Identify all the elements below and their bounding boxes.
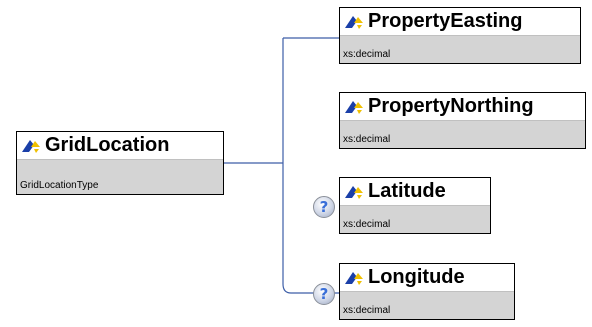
child-node-type: xs:decimal — [343, 305, 391, 316]
element-icon — [345, 271, 363, 285]
optional-question-icon: ? — [313, 283, 335, 305]
child-node-name: PropertyEasting — [368, 10, 523, 32]
element-icon — [345, 185, 363, 199]
root-node-header: GridLocation — [17, 132, 223, 160]
child-node-header: Longitude — [340, 264, 514, 292]
child-node-name: Longitude — [368, 266, 465, 288]
root-node[interactable]: GridLocation GridLocationType — [16, 131, 224, 195]
child-node-header: Latitude — [340, 178, 490, 206]
child-node-type: xs:decimal — [343, 49, 391, 60]
element-icon — [345, 100, 363, 114]
child-node-header: PropertyNorthing — [340, 93, 585, 121]
child-node-type: xs:decimal — [343, 134, 391, 145]
child-node-name: PropertyNorthing — [368, 95, 534, 117]
child-node-header: PropertyEasting — [340, 8, 580, 36]
child-node-type: xs:decimal — [343, 219, 391, 230]
child-node-latitude[interactable]: Latitude xs:decimal — [339, 177, 491, 234]
root-node-name: GridLocation — [45, 134, 170, 156]
child-node-propertyeasting[interactable]: PropertyEasting xs:decimal — [339, 7, 581, 64]
optional-question-icon: ? — [313, 196, 335, 218]
child-node-propertynorthing[interactable]: PropertyNorthing xs:decimal — [339, 92, 586, 149]
element-icon — [345, 15, 363, 29]
root-node-type: GridLocationType — [20, 180, 99, 191]
child-node-longitude[interactable]: Longitude xs:decimal — [339, 263, 515, 320]
connector-trunk — [282, 38, 292, 294]
child-node-name: Latitude — [368, 180, 446, 202]
element-icon — [22, 139, 40, 153]
